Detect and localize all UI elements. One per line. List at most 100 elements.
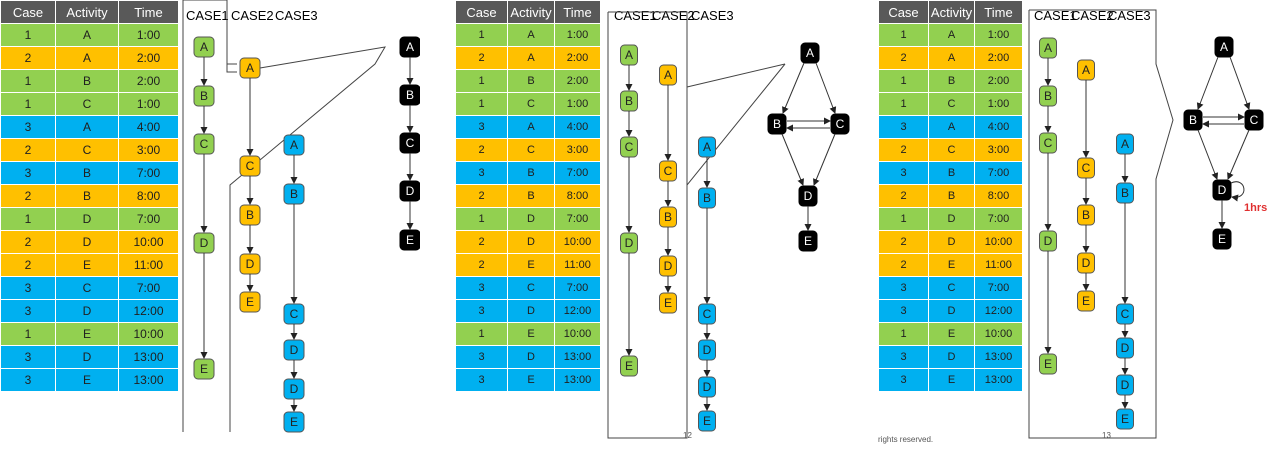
cell-activity: E — [55, 253, 119, 277]
node-box — [1039, 353, 1057, 375]
cell-activity: D — [928, 207, 975, 231]
cell-activity: A — [928, 23, 975, 47]
node-box — [283, 411, 305, 433]
cell-activity: D — [928, 345, 975, 369]
case2-node-d: D — [239, 253, 261, 275]
node-label: B — [773, 117, 781, 131]
cell-case: 2 — [878, 253, 929, 277]
cell-case: 1 — [455, 322, 508, 346]
case3-node-d: D — [283, 378, 305, 400]
node-label: E — [703, 414, 711, 428]
node-box — [767, 113, 787, 135]
cell-activity: C — [507, 276, 555, 300]
process-node-e: E — [798, 230, 818, 252]
node-label: E — [246, 295, 254, 309]
cell-time: 4:00 — [554, 115, 601, 139]
case3-node-c: C — [283, 303, 305, 325]
node-label: A — [1220, 40, 1228, 54]
cell-activity: B — [507, 69, 555, 93]
case2-node-c: C — [1077, 157, 1095, 179]
cell-time: 10:00 — [554, 230, 601, 254]
node-label: B — [703, 191, 711, 205]
footer-text: rights reserved. — [878, 435, 934, 444]
cell-case: 2 — [0, 46, 56, 70]
node-box — [830, 113, 850, 135]
cell-case: 2 — [455, 46, 508, 70]
cell-activity: D — [55, 299, 119, 323]
cell-case: 2 — [455, 138, 508, 162]
node-label: A — [1044, 41, 1052, 55]
case2-node-d: D — [1077, 252, 1095, 274]
node-label: B — [1044, 89, 1052, 103]
case3-node-a: A — [698, 136, 716, 158]
column-header: Case — [0, 0, 56, 24]
node-label: A — [290, 138, 298, 152]
node-label: B — [625, 94, 633, 108]
cell-activity: E — [55, 368, 119, 392]
cell-time: 3:00 — [118, 138, 179, 162]
case1-node-d: D — [620, 232, 638, 254]
cell-activity: B — [55, 161, 119, 185]
node-label: D — [703, 343, 712, 357]
cell-activity: A — [55, 115, 119, 139]
case1-node-a: A — [1039, 37, 1057, 59]
cell-case: 2 — [0, 230, 56, 254]
cell-case: 3 — [878, 276, 929, 300]
cell-case: 2 — [0, 184, 56, 208]
case3-node-a: A — [1116, 133, 1134, 155]
node-label: C — [1082, 161, 1091, 175]
cell-case: 3 — [878, 161, 929, 185]
process-flow-arrow — [781, 133, 804, 186]
node-box — [798, 230, 818, 252]
case1-node-d: D — [1039, 230, 1057, 252]
case1-node-b: B — [1039, 85, 1057, 107]
cell-activity: C — [928, 138, 975, 162]
cell-time: 1:00 — [118, 23, 179, 47]
cell-case: 3 — [0, 368, 56, 392]
node-label: C — [406, 136, 415, 150]
case2-node-e: E — [659, 292, 677, 314]
cell-time: 10:00 — [118, 230, 179, 254]
self-loop-label: 1hrs — [1244, 202, 1267, 214]
process-flow-arrow — [1227, 129, 1250, 180]
cell-activity: C — [55, 276, 119, 300]
cell-activity: C — [928, 276, 975, 300]
node-box — [620, 355, 638, 377]
node-label: C — [246, 159, 255, 173]
cell-case: 3 — [878, 345, 929, 369]
case3-header: CASE3 — [1108, 8, 1151, 23]
cell-case: 2 — [878, 138, 929, 162]
case2-node-b: B — [239, 204, 261, 226]
node-label: D — [290, 343, 299, 357]
process-node-b: B — [399, 84, 420, 106]
cell-time: 3:00 — [974, 138, 1023, 162]
cell-time: 11:00 — [118, 253, 179, 277]
case3-node-d: D — [283, 339, 305, 361]
cell-time: 7:00 — [554, 276, 601, 300]
node-box — [193, 358, 215, 380]
cell-time: 10:00 — [554, 322, 601, 346]
case3-node-c: C — [1116, 303, 1134, 325]
frame-top-border — [183, 0, 228, 64]
cell-time: 1:00 — [974, 23, 1023, 47]
